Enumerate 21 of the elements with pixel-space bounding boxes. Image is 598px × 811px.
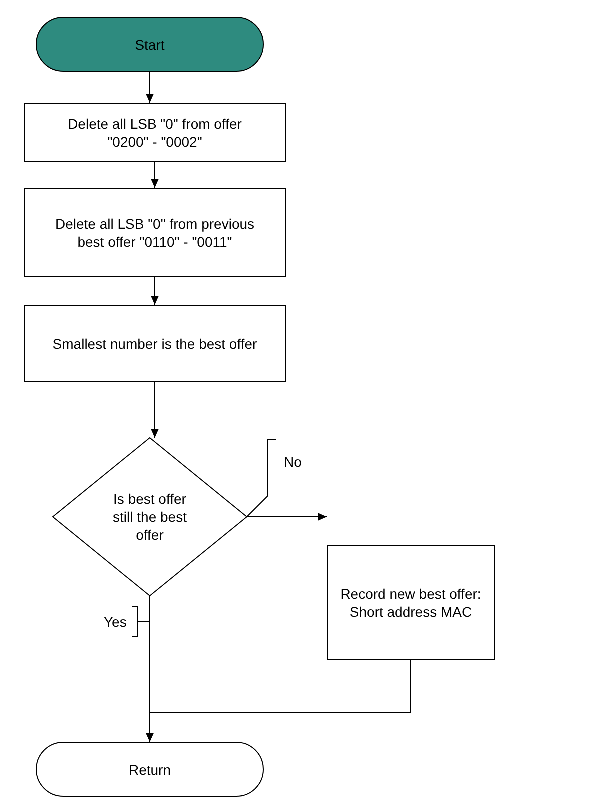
arrow [151, 382, 159, 438]
process-box [24, 305, 286, 382]
terminator [36, 742, 264, 797]
node-text: Delete all LSB "0" from offer "0200" - "0002" [67, 114, 243, 150]
node-text: Delete all LSB "0" from previous best offer "0110" - "0011" [54, 214, 256, 250]
process-box [327, 545, 495, 660]
arrow [146, 660, 412, 742]
process-box [24, 188, 286, 277]
process-box [24, 103, 286, 162]
node-text: Return [128, 760, 172, 778]
node-text: Record new best offer: Short address MAC [340, 584, 482, 620]
decision-text: Is best offer still the best offer [112, 490, 188, 544]
arrow [246, 513, 328, 521]
node-text: Start [134, 36, 166, 54]
decision-diamond [52, 437, 248, 597]
edge-label: Yes [104, 614, 127, 630]
node-text: Smallest number is the best offer [52, 334, 258, 352]
edge-label: No [284, 454, 302, 470]
arrow [146, 72, 154, 104]
arrow [151, 162, 159, 188]
arrow [151, 276, 159, 306]
